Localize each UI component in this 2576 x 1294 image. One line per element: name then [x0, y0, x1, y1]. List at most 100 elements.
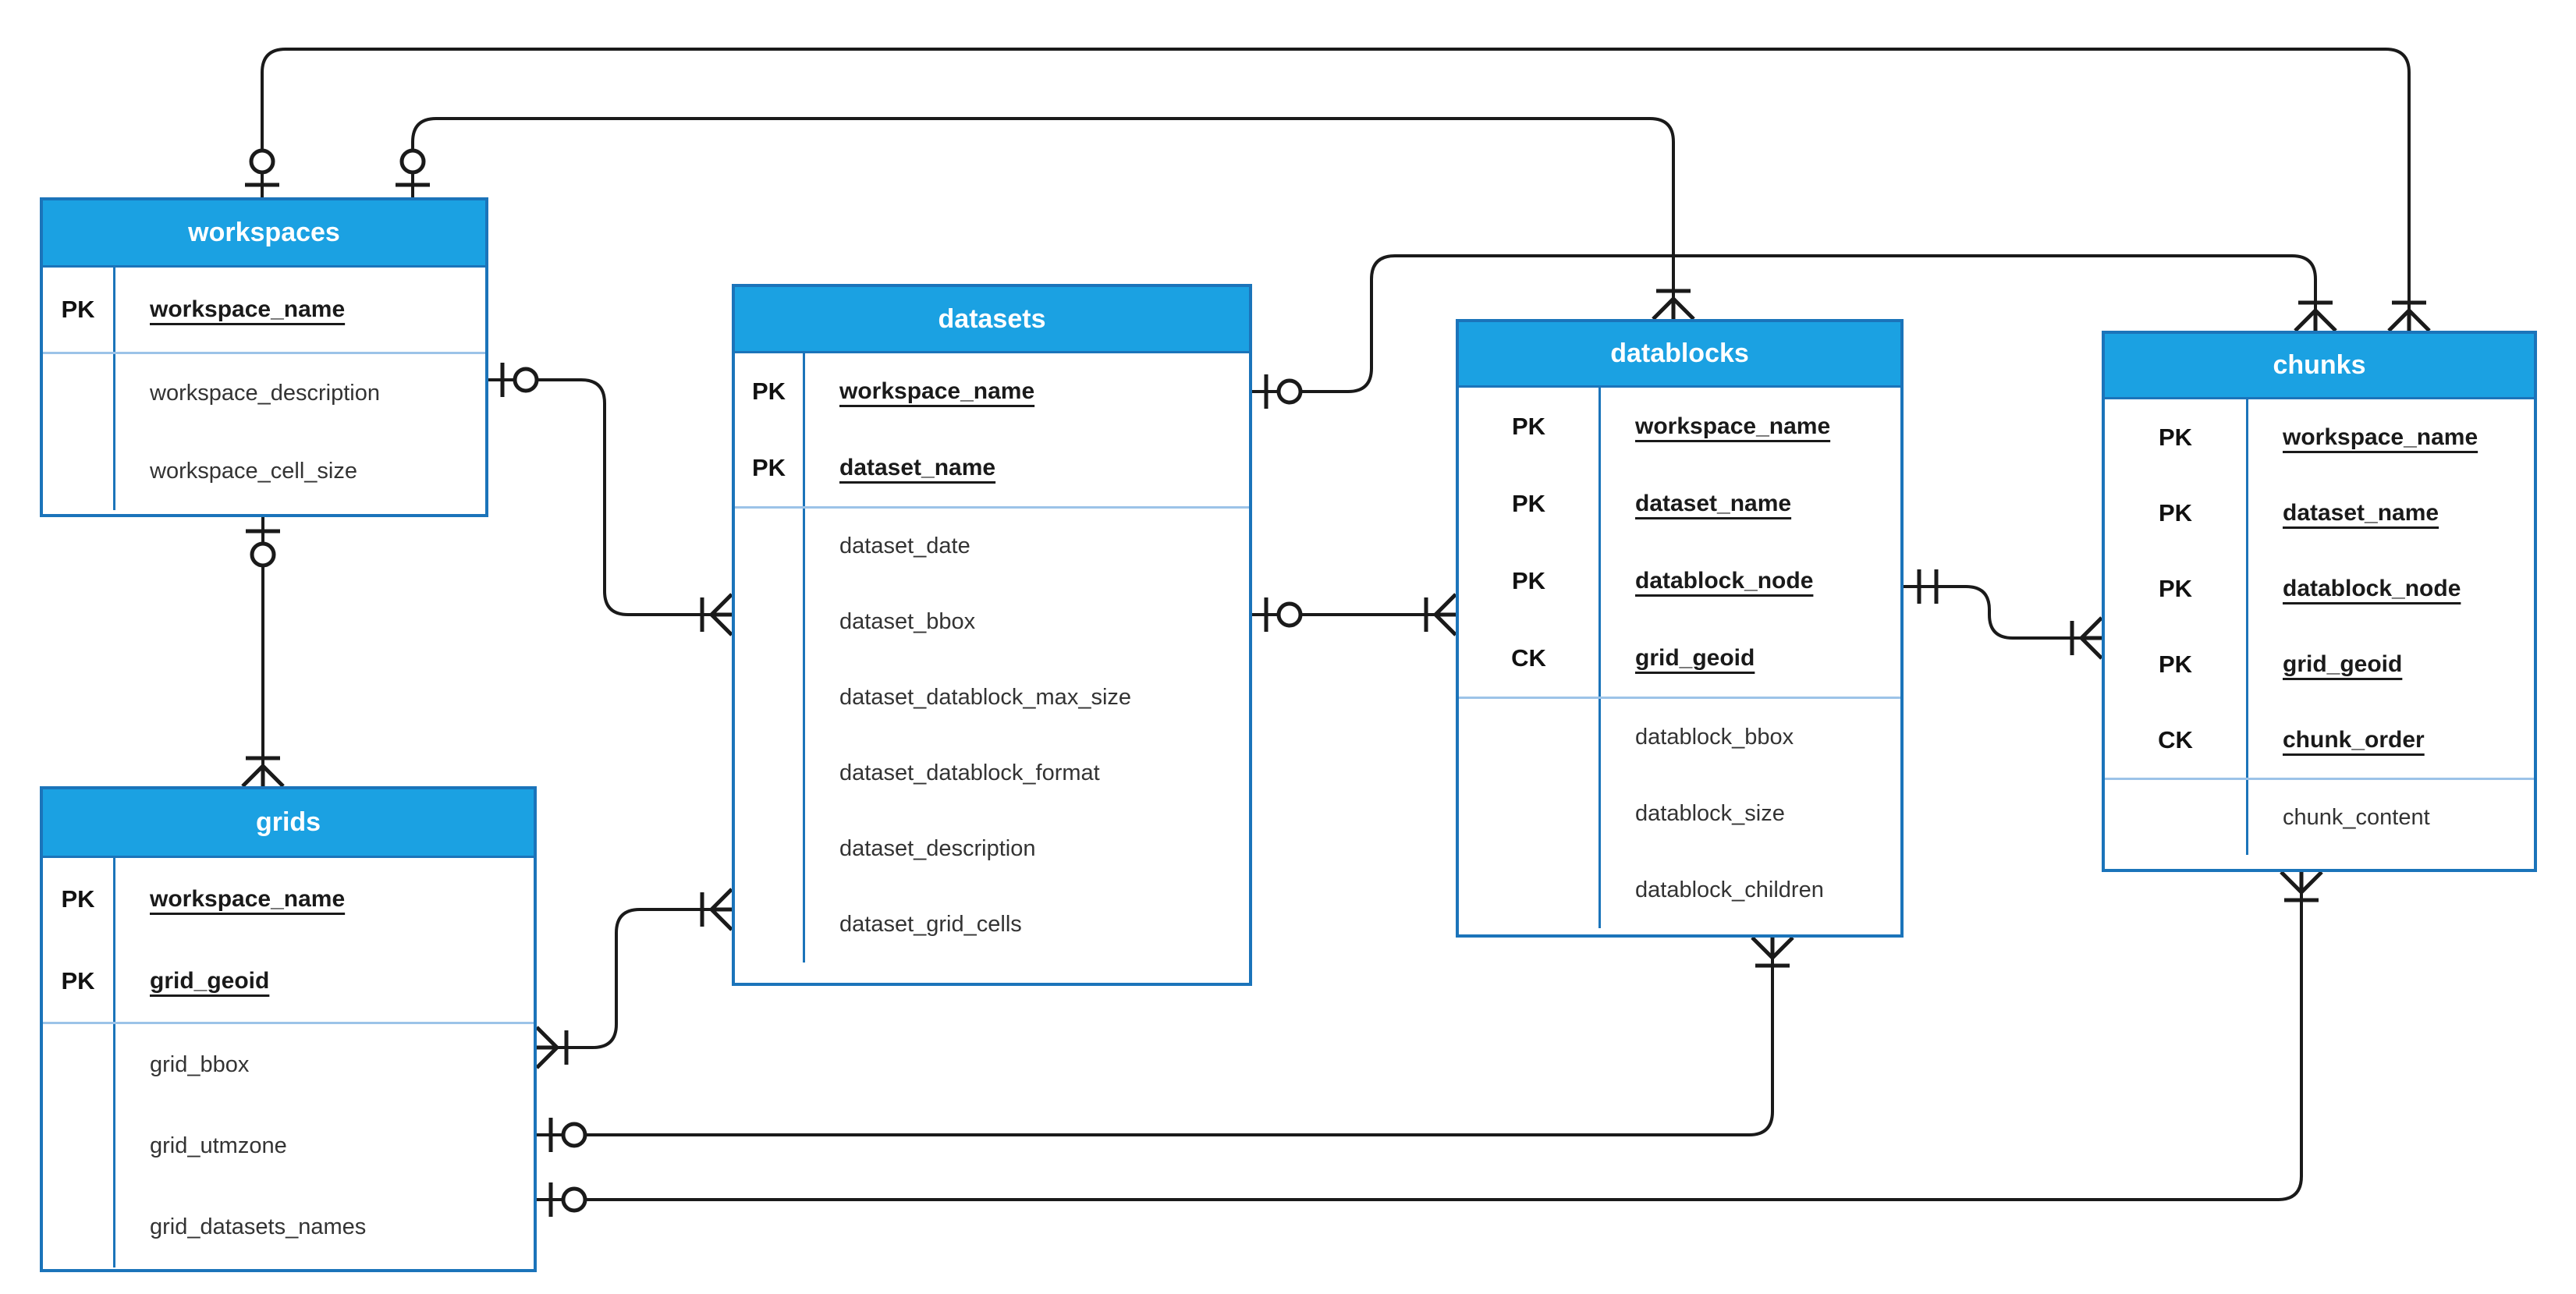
key-badge: [43, 1186, 115, 1267]
key-badge: [43, 1024, 115, 1105]
key-badge: CK: [1459, 619, 1601, 697]
field-name: grid_geoid: [150, 967, 270, 994]
table-row: datablock_size: [1459, 775, 1900, 852]
zero-or-one-circle: [399, 148, 426, 175]
key-badge: PK: [43, 858, 115, 940]
table-row: PK workspace_name: [735, 353, 1249, 430]
key-badge: PK: [1459, 388, 1601, 465]
relationship-line: [488, 378, 732, 616]
field-name: dataset_datablock_format: [839, 760, 1100, 785]
key-badge: PK: [2105, 399, 2248, 475]
field-name: dataset_bbox: [839, 609, 976, 634]
table-row: PK workspace_name: [1459, 388, 1900, 465]
table-row: PK dataset_name: [1459, 465, 1900, 542]
table-row: dataset_datablock_max_size: [735, 660, 1249, 736]
table-row: PK dataset_name: [735, 430, 1249, 506]
key-badge: [735, 811, 805, 887]
field-name: dataset_name: [2283, 499, 2439, 526]
key-badge: [735, 887, 805, 963]
one-or-many-marker: [700, 888, 733, 931]
table-row: PK grid_geoid: [43, 940, 534, 1022]
zero-or-one-circle: [1276, 601, 1303, 628]
zero-or-one-circle: [561, 1122, 587, 1148]
field-name: workspace_cell_size: [150, 458, 357, 484]
key-badge: [735, 660, 805, 736]
key-badge: PK: [2105, 551, 2248, 626]
exactly-one-marker: [1917, 569, 1939, 604]
table-title: workspaces: [43, 200, 485, 268]
field-name: dataset_date: [839, 534, 970, 558]
section-divider: [43, 352, 485, 354]
section-divider: [43, 1022, 534, 1024]
relationship-line: [537, 938, 1774, 1136]
field-name: dataset_description: [839, 836, 1036, 861]
table-row: grid_utmzone: [43, 1105, 534, 1186]
field-name: datablock_children: [1635, 877, 1824, 902]
one-or-many-marker: [2387, 300, 2431, 332]
field-name: dataset_name: [839, 455, 996, 480]
table-row: dataset_bbox: [735, 584, 1249, 660]
table-grids: grids PK workspace_name PK grid_geoid gr…: [40, 786, 537, 1272]
field-name: grid_utmzone: [150, 1133, 287, 1158]
field-name: chunk_order: [2283, 726, 2425, 753]
key-badge: PK: [2105, 475, 2248, 551]
relationship-datablocks-chunks: [1904, 569, 2103, 660]
one-or-many-marker: [1424, 593, 1457, 636]
field-name: datablock_node: [2283, 575, 2461, 601]
field-name: workspace_name: [2283, 424, 2478, 450]
table-row: dataset_datablock_format: [735, 736, 1249, 811]
relationship-grids-datasets: [535, 888, 733, 1069]
field-name: workspace_name: [150, 296, 346, 322]
key-badge: CK: [2105, 702, 2248, 778]
table-row: PK dataset_name: [2105, 475, 2534, 551]
table-row: grid_bbox: [43, 1024, 534, 1105]
one-or-many-marker: [1751, 936, 1794, 968]
table-row: CK chunk_order: [2105, 702, 2534, 778]
key-badge: [2105, 780, 2248, 855]
table-row: workspace_cell_size: [43, 432, 485, 510]
key-badge: [43, 1105, 115, 1186]
key-badge: [43, 354, 115, 432]
table-row: datablock_bbox: [1459, 699, 1900, 775]
key-badge: PK: [2105, 626, 2248, 702]
one-or-many-marker: [1652, 289, 1695, 321]
zero-or-one-circle: [249, 148, 275, 175]
table-row: dataset_description: [735, 811, 1249, 887]
relationship-workspaces-grids: [241, 517, 285, 788]
relationship-workspaces-datablocks: [396, 117, 1695, 321]
table-row: datablock_children: [1459, 852, 1900, 928]
relationship-datasets-chunks: [1252, 254, 2337, 409]
field-name: workspace_description: [150, 380, 380, 406]
table-datablocks: datablocks PK workspace_name PK dataset_…: [1456, 319, 1904, 938]
field-name: grid_geoid: [2283, 651, 2403, 677]
field-name: workspace_name: [150, 885, 346, 912]
table-row: workspace_description: [43, 354, 485, 432]
key-badge: PK: [735, 430, 805, 506]
table-row: PK workspace_name: [2105, 399, 2534, 475]
relationship-workspaces-chunks: [245, 48, 2431, 332]
key-badge: [1459, 775, 1601, 852]
relationship-line: [537, 872, 2303, 1201]
table-row: dataset_date: [735, 509, 1249, 584]
one-or-many-marker: [241, 756, 285, 788]
table-title: datasets: [735, 287, 1249, 353]
zero-or-one-circle: [513, 367, 539, 393]
key-badge: PK: [735, 353, 805, 430]
one-or-many-marker: [2294, 300, 2337, 332]
relationship-line: [411, 117, 1675, 319]
key-badge: PK: [43, 940, 115, 1022]
section-divider: [1459, 697, 1900, 699]
table-row: PK datablock_node: [2105, 551, 2534, 626]
table-row: PK grid_geoid: [2105, 626, 2534, 702]
one-or-many-marker: [2070, 616, 2103, 660]
relationship-datasets-datablocks: [1252, 593, 1457, 636]
field-name: grid_bbox: [150, 1051, 250, 1077]
table-chunks: chunks PK workspace_name PK dataset_name…: [2102, 331, 2537, 872]
relationship-line: [537, 908, 732, 1049]
relationship-grids-chunks: [537, 870, 2323, 1217]
field-name: dataset_name: [1635, 490, 1792, 516]
table-row: CK grid_geoid: [1459, 619, 1900, 697]
field-name: datablock_node: [1635, 567, 1814, 594]
